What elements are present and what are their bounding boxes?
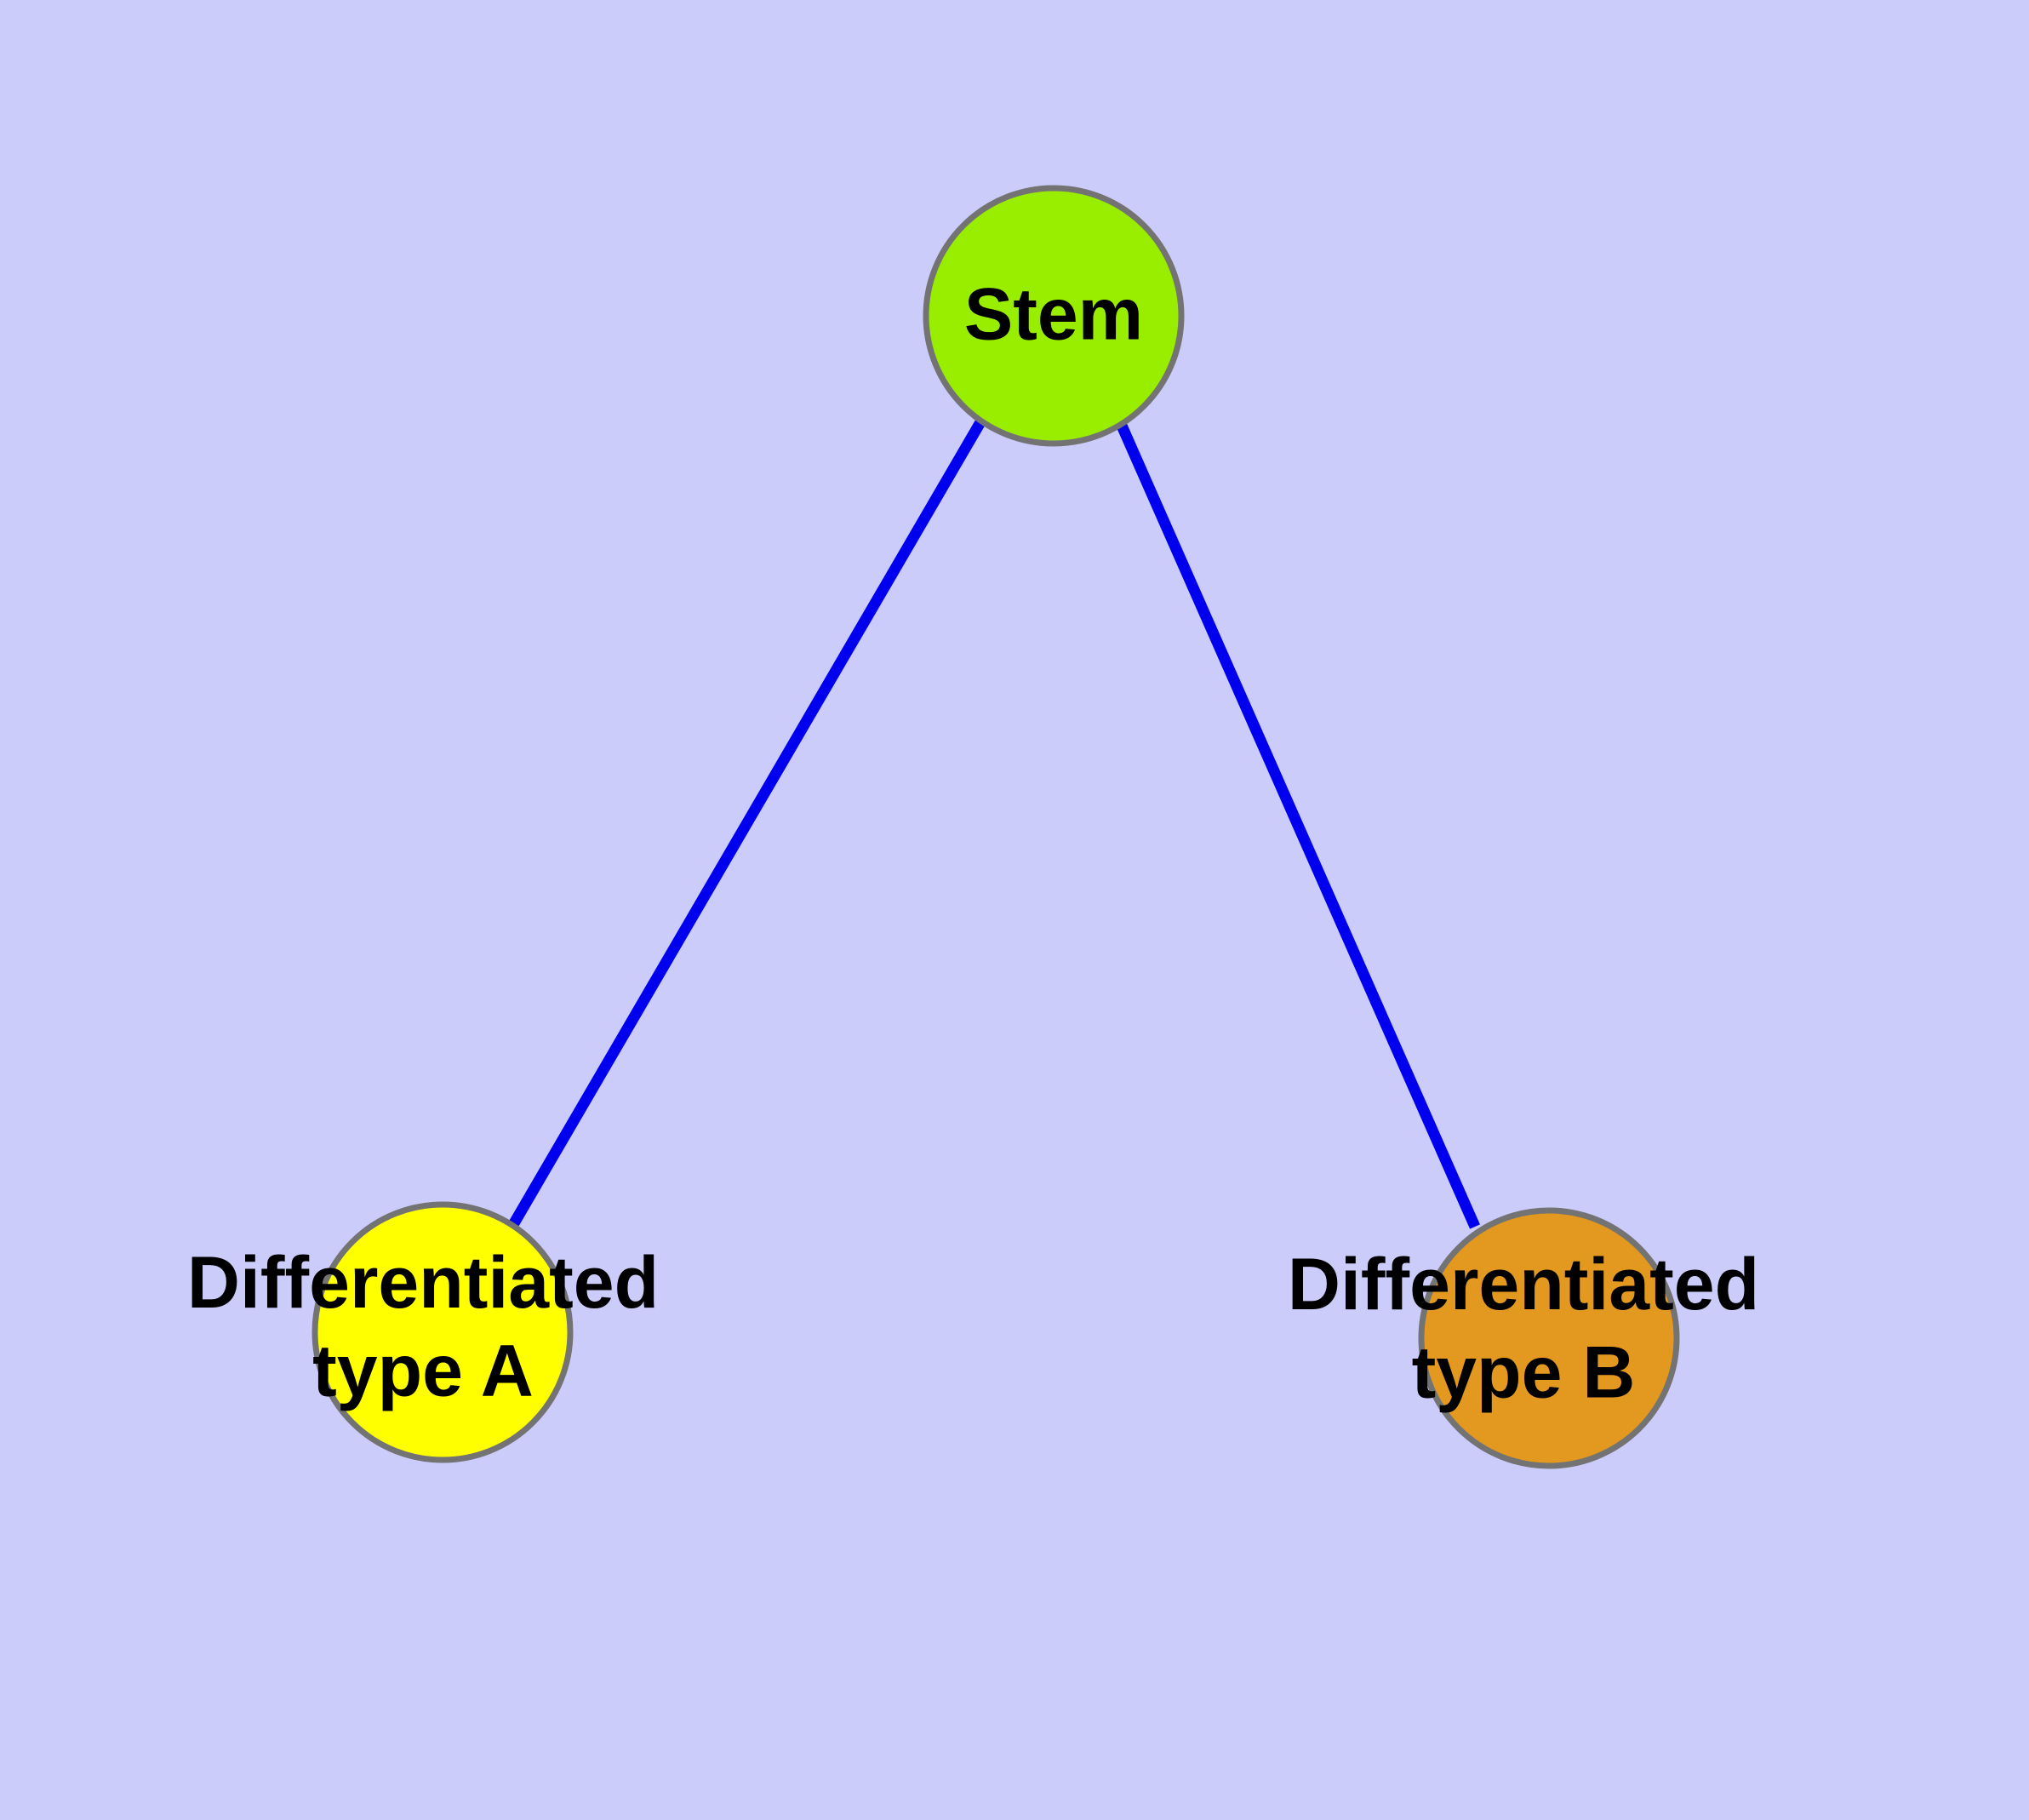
edge-stem-to-differentiated-b[interactable] <box>1117 423 1480 1229</box>
nodes-layer <box>311 185 1680 1469</box>
labels-layer: Stem Differentiated type A Differentiate… <box>187 274 1759 1414</box>
node-differentiated-type-a-circle[interactable] <box>311 1201 574 1463</box>
node-stem[interactable] <box>923 185 1185 447</box>
node-differentiated-type-b[interactable] <box>1418 1207 1680 1469</box>
node-label-differentiated-type-b-line1: Differentiated <box>1288 1244 1759 1325</box>
edge-stem-to-differentiated-a[interactable] <box>509 419 986 1227</box>
node-label-differentiated-type-b-line2: type B <box>1412 1331 1636 1413</box>
node-label-stem: Stem <box>964 274 1143 356</box>
node-label-differentiated-type-a-line1: Differentiated <box>187 1242 659 1324</box>
node-stem-circle[interactable] <box>923 185 1185 447</box>
edges-layer <box>509 419 1480 1229</box>
node-differentiated-type-b-circle[interactable] <box>1418 1207 1680 1469</box>
node-label-differentiated-type-a-line2: type A <box>312 1330 534 1411</box>
node-differentiated-type-a[interactable] <box>311 1201 574 1463</box>
